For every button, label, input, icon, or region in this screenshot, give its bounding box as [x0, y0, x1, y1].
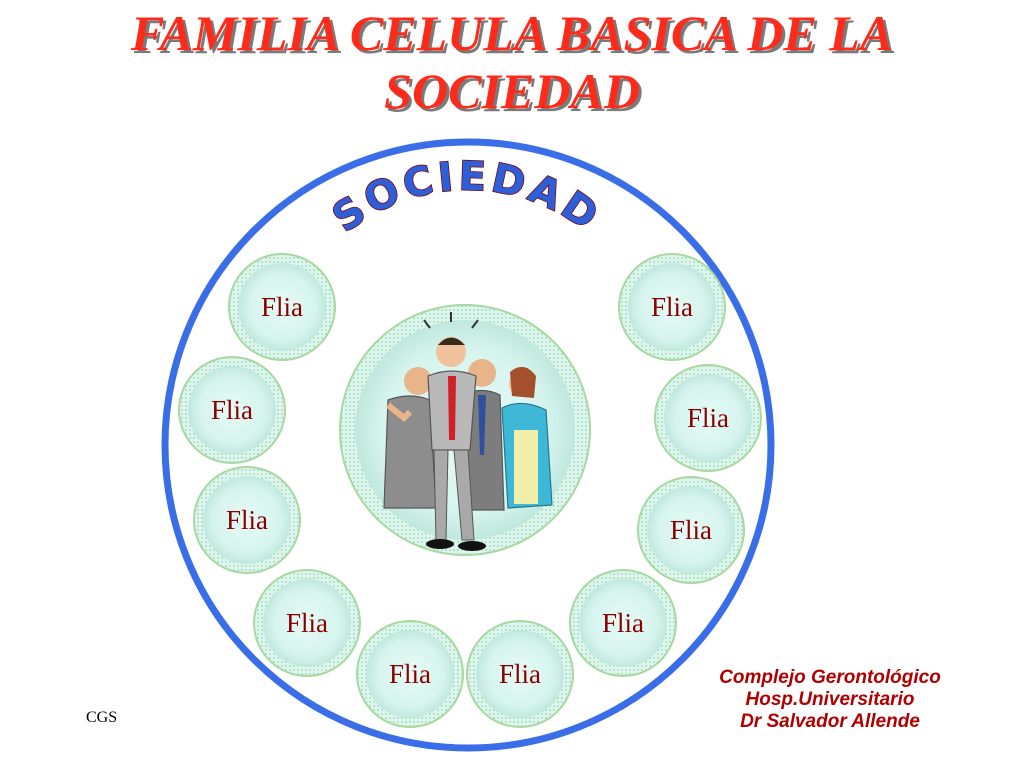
society-ring — [161, 138, 775, 752]
family-node-label: Flia — [261, 292, 303, 322]
family-node: Flia — [178, 356, 286, 464]
family-node-label: Flia — [286, 608, 328, 638]
family-node: Flia — [193, 466, 301, 574]
family-node-label: Flia — [670, 515, 712, 545]
family-node-label: Flia — [687, 403, 729, 433]
family-node: Flia — [228, 253, 336, 361]
family-node: Flia — [637, 476, 745, 584]
family-node-label: Flia — [226, 505, 268, 535]
institution-credit: Complejo Gerontológico Hosp.Universitari… — [660, 667, 1000, 733]
family-node: Flia — [569, 569, 677, 677]
family-node: Flia — [466, 620, 574, 728]
center-family-node — [339, 304, 591, 556]
footer-initials: CGS — [86, 709, 118, 726]
family-node-label: Flia — [211, 395, 253, 425]
family-node: Flia — [253, 569, 361, 677]
family-node: Flia — [618, 253, 726, 361]
ring-label-text: SOCIEDAD — [324, 153, 607, 243]
family-node: Flia — [356, 620, 464, 728]
credit-line-3: Dr Salvador Allende — [740, 711, 920, 732]
group-of-people-icon — [383, 312, 553, 551]
credit-line-1: Complejo Gerontológico — [719, 667, 941, 688]
title-line-1: FAMILIA CELULA BASICA DE LA — [130, 5, 894, 61]
credit-line-2: Hosp.Universitario — [745, 689, 915, 710]
ring-label: SOCIEDAD — [324, 153, 609, 241]
family-node: Flia — [654, 364, 762, 472]
family-node-label: Flia — [389, 659, 431, 689]
family-node-label: Flia — [499, 659, 541, 689]
title-line-2: SOCIEDAD — [384, 63, 640, 119]
page-title: FAMILIA CELULA BASICA DE LA SOCIEDAD — [0, 4, 1024, 120]
family-node-label: Flia — [651, 292, 693, 322]
family-node-label: Flia — [602, 608, 644, 638]
